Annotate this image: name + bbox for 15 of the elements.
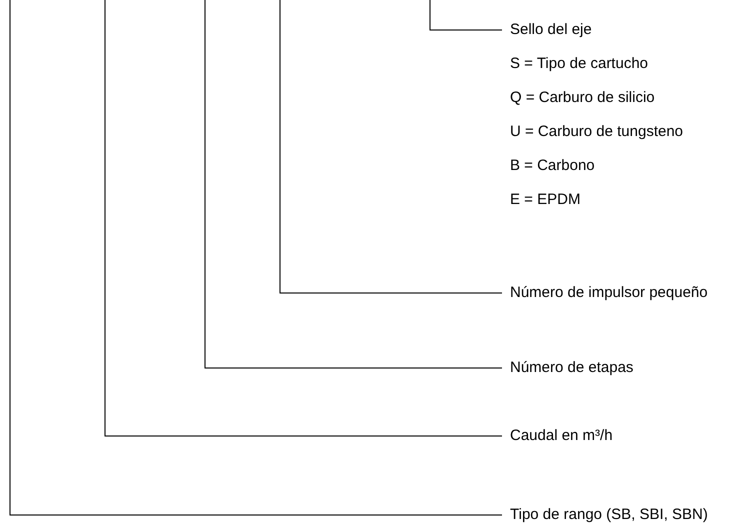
option-code: E = EPDM [510, 190, 580, 210]
leader-line [10, 0, 502, 516]
leader-line [280, 0, 502, 294]
leader-label: Tipo de rango (SB, SBI, SBN) [510, 505, 708, 525]
option-code: U = Carburo de tungsteno [510, 122, 684, 142]
option-code: Q = Carburo de silicio [510, 88, 655, 108]
leader-line [430, 0, 502, 30]
leader-line [204, 0, 502, 368]
leader-line [104, 0, 502, 436]
leader-label: Número de impulsor pequeño [510, 283, 708, 303]
leader-label: Número de etapas [510, 358, 634, 378]
leader-label: Sello del eje [510, 20, 592, 40]
option-code: S = Tipo de cartucho [510, 54, 648, 74]
leader-label: Caudal en m³/h [510, 426, 613, 446]
option-code: B = Carbono [510, 156, 595, 176]
